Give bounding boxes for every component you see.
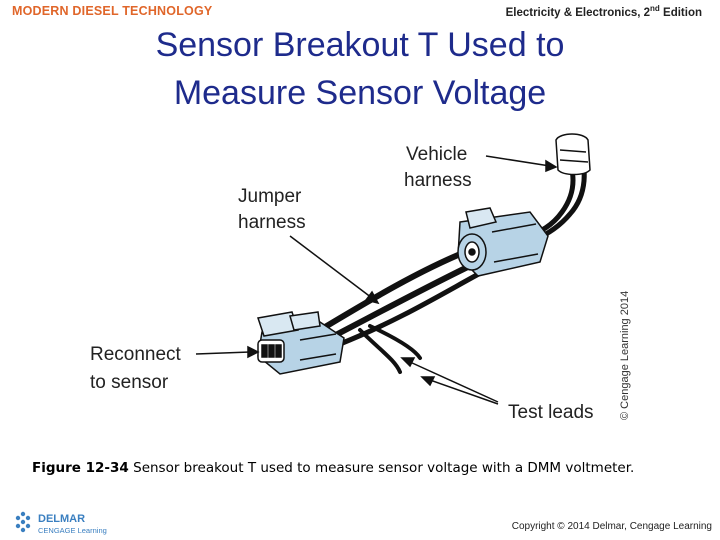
logo-bottom-text: CENGAGE Learning [38,526,107,535]
label-reconnect-1: Reconnect [90,344,182,365]
label-jumper-harness-1: Jumper [238,186,302,207]
edition-superscript: nd [650,4,660,13]
caption-text: Sensor breakout T used to measure sensor… [128,460,635,476]
edition-text: Electricity & Electronics, 2 [505,6,651,19]
footer-copyright: Copyright © 2014 Delmar, Cengage Learnin… [511,521,712,532]
slide-title-line-2: Measure Sensor Voltage [173,74,547,112]
sensor-connector [257,311,345,375]
label-jumper-harness-2: harness [238,212,306,233]
book-series-title: MODERN DIESEL TECHNOLOGY [12,4,213,18]
label-vehicle-harness-2: harness [404,170,472,191]
label-vehicle-harness-1: Vehicle [406,144,467,165]
label-reconnect-2: to sensor [90,372,169,393]
figure-caption: Figure 12-34 Sensor breakout T used to m… [32,460,692,476]
logo-top-text: DELMAR [38,513,85,525]
label-test-leads: Test leads [508,402,594,423]
figure-number: Figure 12-34 [32,460,129,476]
vehicle-connector [457,207,549,277]
vehicle-harness-wrap [555,133,591,176]
edition-tail: Edition [659,6,702,19]
delmar-cengage-logo: DELMAR CENGAGE Learning [15,511,107,535]
slide-title-line-1: Sensor Breakout T Used to [155,26,565,64]
logo-mark-icon [15,511,31,533]
side-copyright-text: © Cengage Learning 2014 [619,291,631,420]
book-edition-title: Electricity & Electronics, 2nd Edition [506,4,702,19]
jumper-harness-wires [317,247,489,374]
diagram-labels: Vehicle harness Jumper harness Reconnect… [90,144,594,423]
leader-arrows [195,155,558,405]
